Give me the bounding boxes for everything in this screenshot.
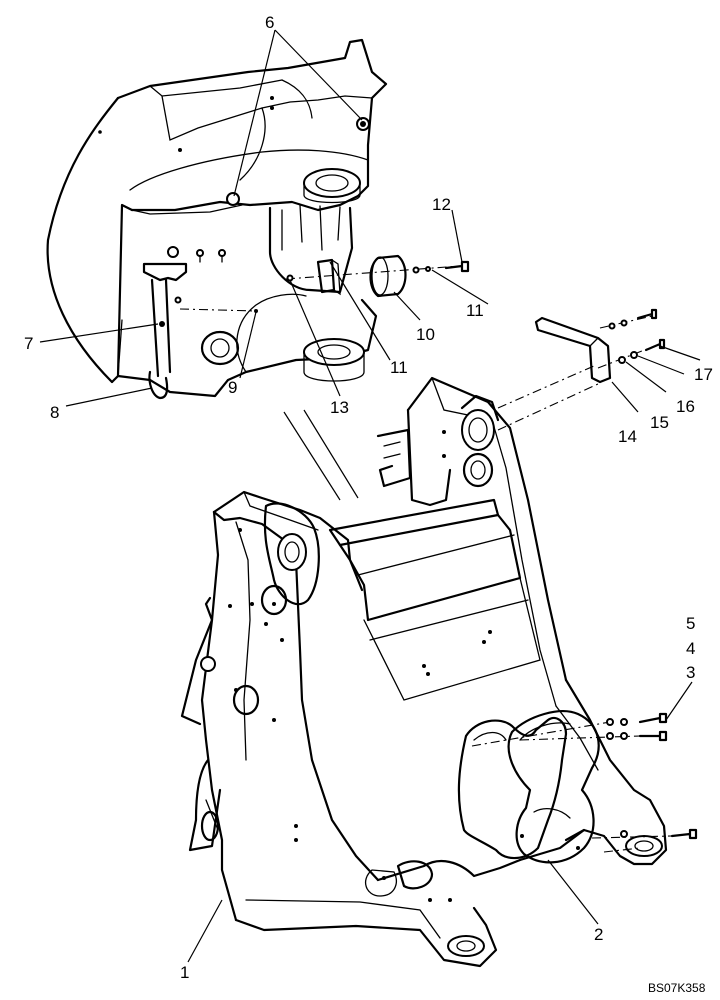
assembly-direction-line <box>283 411 341 501</box>
callout-12: 12 <box>432 195 451 214</box>
callout-4: 4 <box>686 639 695 658</box>
bracket-hardware <box>497 308 666 431</box>
reference-code: BS07K358 <box>648 981 706 995</box>
callout-7: 7 <box>24 334 33 353</box>
callout-17: 17 <box>694 365 713 384</box>
leader-lines <box>39 29 701 963</box>
callout-13: 13 <box>330 398 349 417</box>
callout-2: 2 <box>594 925 603 944</box>
callout-11-lower: 11 <box>390 358 408 377</box>
assembly-direction-line <box>303 409 359 499</box>
callout-1: 1 <box>180 963 189 982</box>
callout-9: 9 <box>228 378 237 397</box>
callout-16: 16 <box>676 397 695 416</box>
callout-15: 15 <box>650 413 669 432</box>
callout-6: 6 <box>265 13 274 32</box>
callout-5: 5 <box>686 614 695 633</box>
callout-11-upper: 11 <box>466 301 484 320</box>
front-loader-frame <box>180 376 698 968</box>
callout-14: 14 <box>618 427 637 446</box>
callout-10: 10 <box>416 325 435 344</box>
callout-3: 3 <box>686 663 695 682</box>
callout-labels: 6 12 11 10 11 13 9 7 8 17 16 15 14 5 4 3… <box>24 13 713 982</box>
callout-8: 8 <box>50 403 59 422</box>
rear-frame-casting <box>46 38 388 400</box>
